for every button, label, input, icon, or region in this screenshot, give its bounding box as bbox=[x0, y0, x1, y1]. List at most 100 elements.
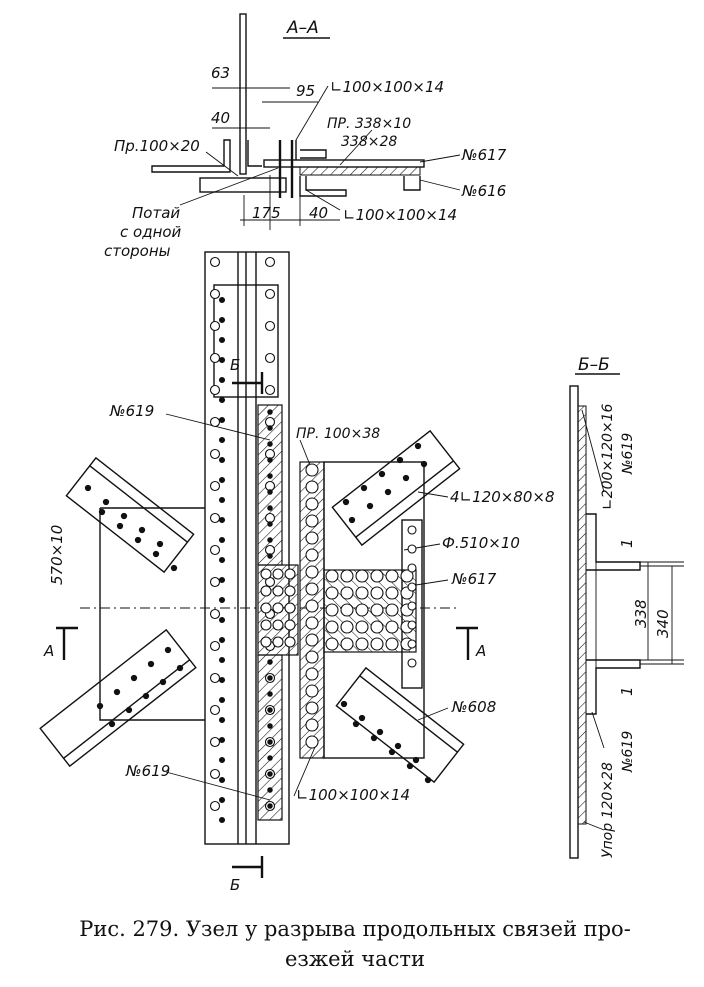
rivet-hole bbox=[264, 256, 276, 268]
main-girder bbox=[204, 251, 290, 845]
rivet-dot bbox=[352, 720, 360, 728]
rivet-dot bbox=[218, 496, 226, 504]
rivet-hole bbox=[305, 667, 319, 681]
rivet-dot bbox=[218, 376, 226, 384]
rivet-hole bbox=[340, 620, 354, 634]
rivet-hole bbox=[272, 636, 284, 648]
leader bbox=[419, 154, 461, 163]
rivet-dot bbox=[218, 296, 226, 304]
rivet-hole bbox=[260, 602, 272, 614]
rivet-dot bbox=[125, 706, 133, 714]
angle-lower bbox=[586, 659, 641, 715]
leader bbox=[339, 129, 373, 166]
rivet-dot bbox=[267, 521, 273, 527]
rivet-dot bbox=[218, 676, 226, 684]
angle-bottom-label: ∟100×100×14 bbox=[343, 206, 457, 224]
no608-label: №608 bbox=[451, 698, 496, 716]
rivet-dot bbox=[218, 736, 226, 744]
rivet-dot bbox=[267, 409, 273, 415]
section-b-bottom-label: Б bbox=[230, 876, 240, 894]
rivet-hole bbox=[264, 480, 276, 492]
rivet-dot bbox=[218, 516, 226, 524]
rivet-hole bbox=[355, 586, 369, 600]
rivet-hole bbox=[407, 582, 417, 592]
rivet-hole bbox=[385, 637, 399, 651]
rivet-hole bbox=[407, 620, 417, 630]
leader bbox=[583, 821, 605, 831]
rivet-hole bbox=[370, 586, 384, 600]
rivet-dot bbox=[218, 436, 226, 444]
leader bbox=[415, 579, 449, 586]
rivet-hole bbox=[209, 256, 221, 268]
rivet-hole bbox=[209, 800, 221, 812]
leader bbox=[417, 707, 449, 721]
rivet-hole bbox=[385, 620, 399, 634]
rivet-dot bbox=[108, 720, 116, 728]
rivet-hole bbox=[407, 563, 417, 573]
rivet-hole bbox=[209, 320, 221, 332]
leader bbox=[581, 409, 605, 493]
rivet-dot bbox=[164, 646, 172, 654]
rivet-hole bbox=[272, 602, 284, 614]
rivet-dot bbox=[412, 756, 420, 764]
angle-bottom bbox=[299, 176, 347, 197]
rivet-dot bbox=[218, 456, 226, 464]
angle-200-label: ∟200×120×16 bbox=[600, 403, 616, 510]
no619-bottom-label: №619 bbox=[125, 762, 170, 780]
rivet-dot bbox=[267, 787, 273, 793]
rivet-hole bbox=[325, 620, 339, 634]
rivet-hole bbox=[260, 636, 272, 648]
angles-120x80-label: 4∟120×80×8 bbox=[450, 488, 555, 506]
plate-617 bbox=[323, 569, 417, 653]
rivet-dot bbox=[267, 755, 273, 761]
rivet-dot bbox=[134, 536, 142, 544]
rivet-dot bbox=[218, 476, 226, 484]
rivet-dot bbox=[267, 441, 273, 447]
plate-100x20 bbox=[199, 177, 287, 193]
rivet-hole bbox=[305, 633, 319, 647]
plate-338x10-label: ПР. 338×10 bbox=[327, 116, 411, 132]
rivet-hole bbox=[272, 619, 284, 631]
rivet-dot bbox=[84, 484, 92, 492]
rivet-dot bbox=[130, 674, 138, 682]
rivet-hole bbox=[385, 569, 399, 583]
pr-100x38-label: ПР. 100×38 bbox=[296, 426, 380, 442]
rivet-hole bbox=[264, 320, 276, 332]
rivet-hole bbox=[407, 601, 417, 611]
rivet-dot bbox=[170, 564, 178, 572]
rivet-dot bbox=[267, 723, 273, 729]
diag-angle-ul bbox=[65, 456, 195, 574]
rivet-hole bbox=[305, 463, 319, 477]
rivet-hole bbox=[370, 620, 384, 634]
rivet-hole bbox=[340, 586, 354, 600]
no619-bb-bottom-label: №619 bbox=[620, 731, 636, 773]
dim-63: 63 bbox=[211, 64, 230, 82]
rivet-dot bbox=[218, 696, 226, 704]
rivet-hole bbox=[407, 658, 417, 668]
rivet-dot bbox=[267, 675, 273, 681]
rivet-hole bbox=[209, 384, 221, 396]
leader bbox=[165, 413, 271, 441]
leader bbox=[295, 85, 329, 141]
f510-label: Ф.510×10 bbox=[442, 534, 520, 552]
vertical-web bbox=[239, 13, 247, 175]
rivet-dot bbox=[267, 489, 273, 495]
no619-bb-top-label: №619 bbox=[620, 433, 636, 475]
angle-right-upper bbox=[247, 140, 262, 167]
rivet-hole bbox=[209, 672, 221, 684]
rivet-hole bbox=[340, 569, 354, 583]
technical-drawing: А–А 63 40 95 175 40 bbox=[39, 13, 684, 894]
rivet-dot bbox=[378, 470, 386, 478]
rivet-dot bbox=[218, 796, 226, 804]
rivet-hole bbox=[284, 619, 296, 631]
rivet-hole bbox=[209, 480, 221, 492]
rivet-dot bbox=[267, 803, 273, 809]
rivet-hole bbox=[305, 650, 319, 664]
rivet-hole bbox=[305, 684, 319, 698]
rivet-hole bbox=[305, 616, 319, 630]
section-b-top-label: Б bbox=[230, 356, 240, 374]
rivet-hole bbox=[370, 603, 384, 617]
countersunk-label-1: Потай bbox=[132, 204, 180, 222]
rivet-hole bbox=[355, 637, 369, 651]
rivet-dot bbox=[113, 688, 121, 696]
